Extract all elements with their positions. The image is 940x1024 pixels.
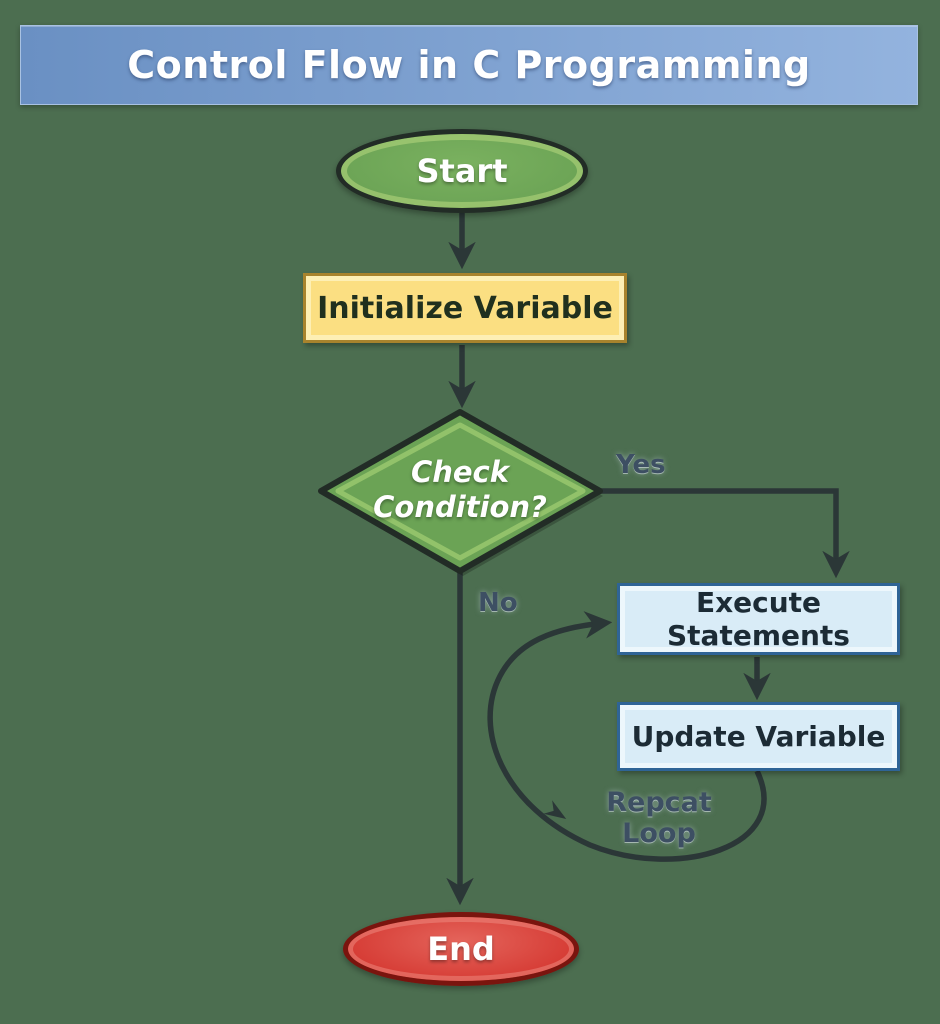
end-label: End	[427, 930, 495, 968]
edge-condition-execute-yes	[601, 488, 850, 579]
initialize-variable-node: Initialize Variable	[303, 273, 627, 343]
yes-edge-label: Yes	[616, 450, 666, 480]
repeat-loop-edge-label: Repcat Loop	[606, 787, 712, 849]
no-edge-label: No	[478, 588, 518, 618]
edge-update-execute-loop	[487, 611, 767, 862]
update-variable-node: Update Variable	[617, 702, 900, 771]
update-variable-label: Update Variable	[631, 720, 886, 753]
end-node: End	[343, 912, 579, 986]
loop-mid-arrowhead-icon	[543, 800, 567, 819]
start-node: Start	[336, 129, 588, 213]
initialize-variable-label: Initialize Variable	[317, 290, 613, 326]
execute-statements-node: Execute Statements	[617, 583, 900, 655]
decision-node-shape	[318, 409, 603, 574]
page-title: Control Flow in C Programming	[127, 43, 811, 87]
title-banner: Control Flow in C Programming	[20, 25, 918, 105]
check-condition-label: Check Condition?	[373, 455, 547, 524]
decision-inner-bevel	[335, 422, 586, 561]
start-label: Start	[416, 152, 508, 190]
execute-statements-label: Execute Statements	[667, 586, 850, 652]
